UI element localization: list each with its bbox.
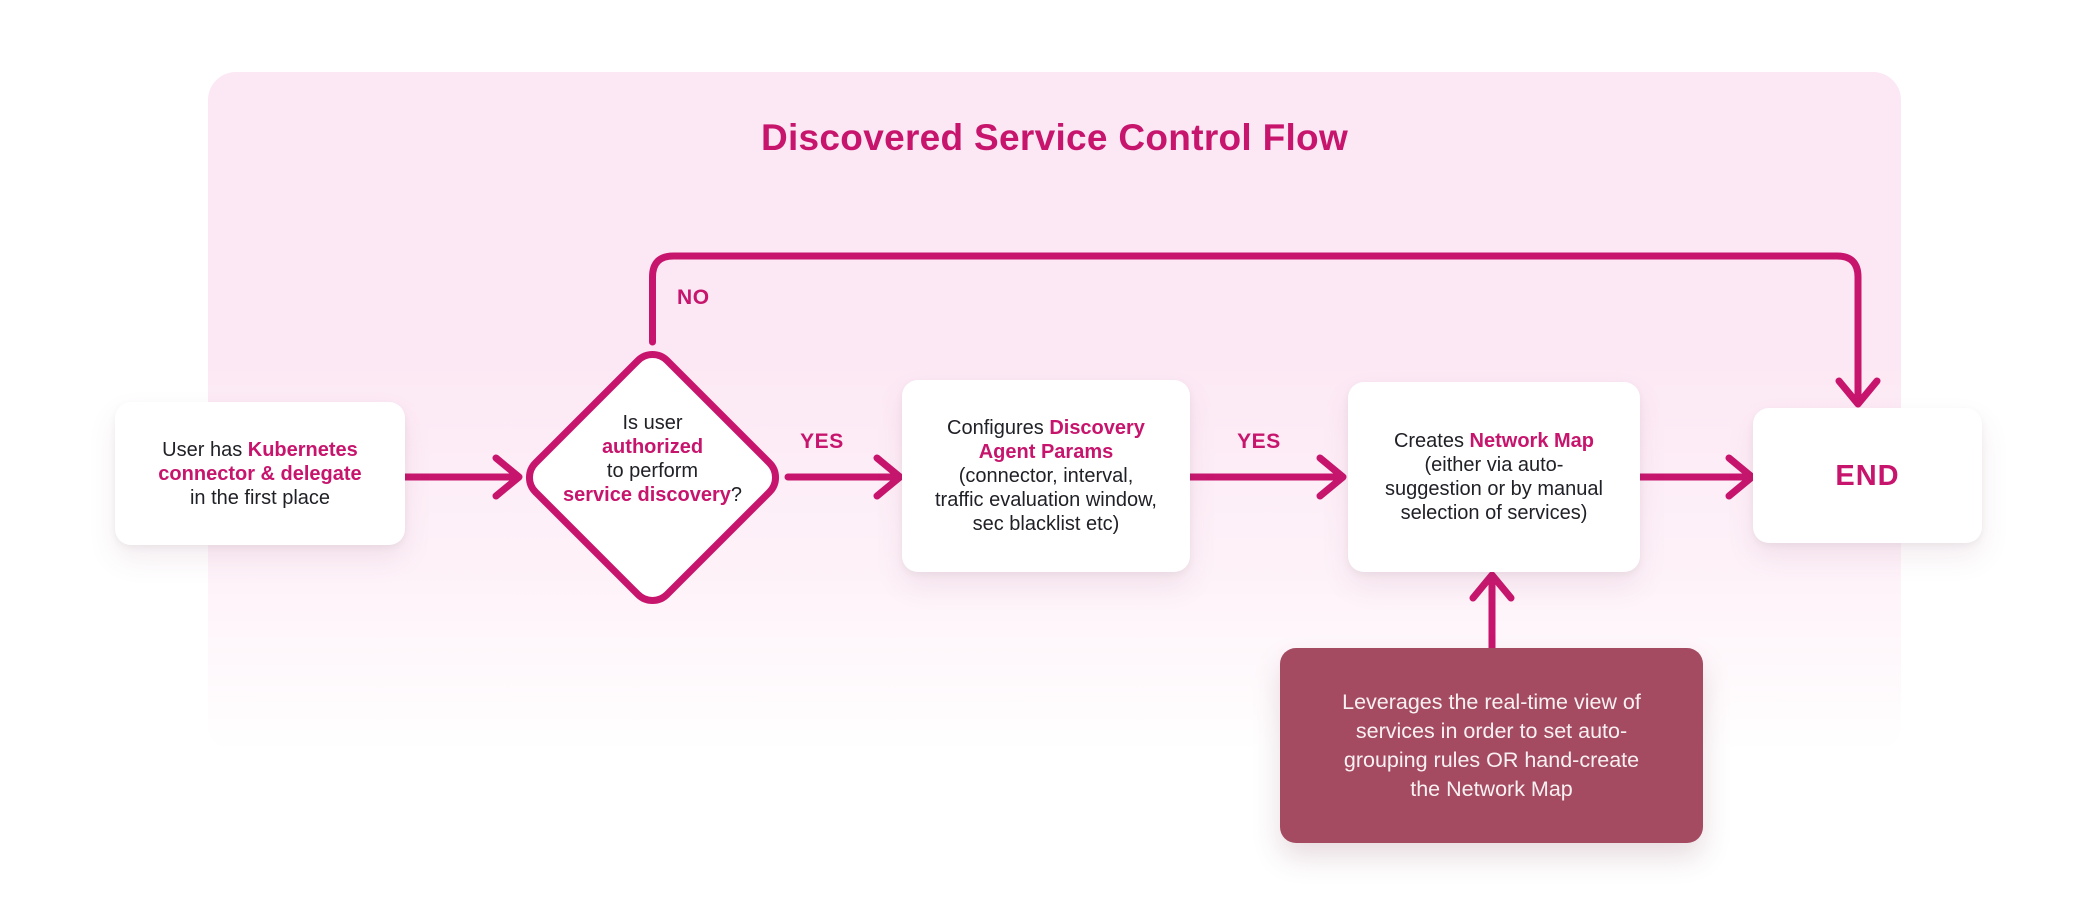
arrowhead-decision-to-configure: [873, 454, 904, 500]
create-node: Creates Network Map(either via auto-sugg…: [1348, 382, 1640, 572]
edge-label-no: NO: [677, 286, 710, 309]
edge-label-yes-configured: YES: [1237, 430, 1281, 453]
end-node: END: [1753, 408, 1982, 543]
arrowhead-configure-to-create: [1316, 454, 1347, 500]
edge-label-yes-authorized: YES: [800, 430, 844, 453]
arrowhead-no-route: [1835, 377, 1881, 408]
end-node-label: END: [1835, 459, 1900, 492]
arrowhead-start-to-decision: [492, 454, 523, 500]
arrowhead-note-to-create: [1469, 571, 1515, 602]
diagram-title: Discovered Service Control Flow: [760, 117, 1349, 158]
create-node-text: Creates Network Map(either via auto-sugg…: [1385, 430, 1603, 524]
connector-no-route: [649, 252, 1862, 400]
arrowhead-create-to-end: [1725, 454, 1756, 500]
